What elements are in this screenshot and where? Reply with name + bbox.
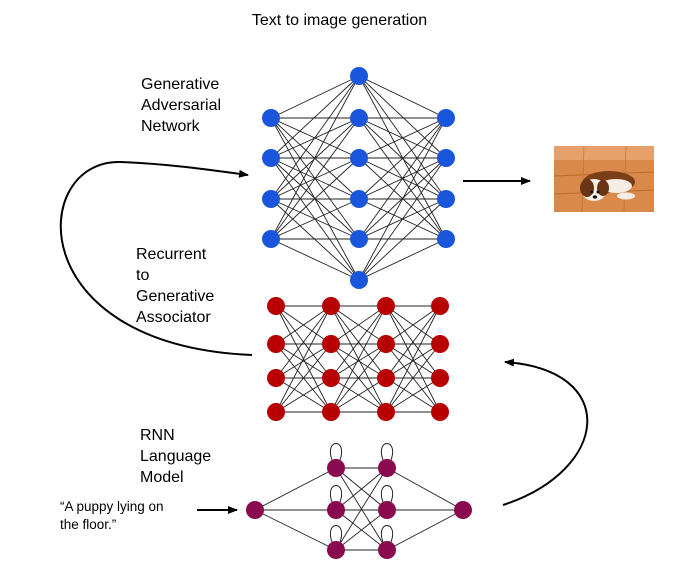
- associator-node: [267, 335, 285, 353]
- associator-node: [431, 297, 449, 315]
- rnn-node: [378, 459, 396, 477]
- gan-node: [437, 149, 455, 167]
- gan-node: [350, 149, 368, 167]
- gan-label: Generative Adversarial Network: [141, 76, 222, 135]
- associator-node: [377, 369, 395, 387]
- rnn-language-model-label: RNN Language Model: [140, 427, 212, 486]
- rnn-node: [378, 501, 396, 519]
- rnn-to-associator-arrow: [502, 358, 589, 506]
- associator-node: [431, 403, 449, 421]
- gan-node: [350, 190, 368, 208]
- gan-node: [262, 230, 280, 248]
- gan-node: [350, 67, 368, 85]
- associator-node: [322, 369, 340, 387]
- associator-node: [267, 297, 285, 315]
- network-nodes: [246, 67, 472, 559]
- gan-node: [437, 109, 455, 127]
- network-edges: [254, 75, 464, 551]
- rnn-node: [327, 501, 345, 519]
- rnn-node: [378, 541, 396, 559]
- rnn-node: [246, 501, 264, 519]
- rga-label: Recurrent to Generative Associator: [136, 246, 215, 326]
- associator-node: [377, 297, 395, 315]
- gan-node: [262, 149, 280, 167]
- gan-node: [262, 109, 280, 127]
- input-sentence: “A puppy lying on the floor.”: [60, 499, 164, 532]
- associator-node: [377, 403, 395, 421]
- associator-node: [322, 335, 340, 353]
- rnn-node: [327, 459, 345, 477]
- gan-node: [262, 190, 280, 208]
- gan-node: [437, 190, 455, 208]
- associator-node: [267, 403, 285, 421]
- associator-node: [322, 297, 340, 315]
- associator-node: [377, 335, 395, 353]
- diagram-title: Text to image generation: [251, 12, 428, 29]
- gan-node: [350, 230, 368, 248]
- gan-node: [350, 109, 368, 127]
- generated-puppy-image: [554, 146, 654, 212]
- associator-node: [267, 369, 285, 387]
- feedback-arrow-to-gan: [59, 160, 253, 356]
- recurrent-loops: [329, 443, 394, 543]
- gan-node: [437, 230, 455, 248]
- rnn-node: [454, 501, 472, 519]
- rnn-node: [327, 541, 345, 559]
- associator-node: [431, 369, 449, 387]
- gan-node: [350, 271, 368, 289]
- associator-node: [431, 335, 449, 353]
- associator-node: [322, 403, 340, 421]
